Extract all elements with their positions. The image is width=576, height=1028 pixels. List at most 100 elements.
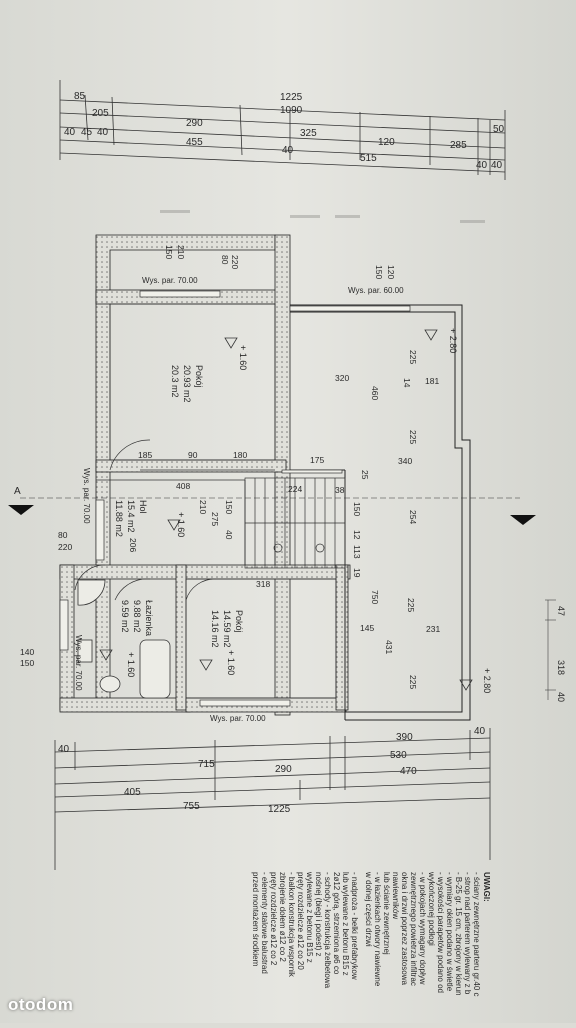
otodom-watermark: otodom: [8, 995, 74, 1014]
notes-line-2: - B-25 gr. 15 cm, zbrojony w kierun: [454, 872, 463, 996]
dim-38: 38: [335, 485, 345, 495]
hall-area1: 15.4 m2: [126, 500, 136, 533]
notes-line-1: - strop nad parterem wylewany z b: [463, 872, 472, 995]
dim-top-515: 515: [360, 153, 377, 164]
staircase: [244, 477, 346, 569]
sink-icon: [77, 639, 93, 663]
dim-top-120: 120: [378, 137, 395, 148]
dim-460: 460: [370, 386, 380, 400]
notes-line-10: lub ścianie zewnętrznej: [382, 872, 391, 955]
toilet-icon: [99, 675, 121, 693]
dim-bot-715: 715: [198, 759, 215, 770]
dim-80a: 80: [220, 255, 230, 265]
dim-19: 19: [352, 568, 362, 578]
section-arrow-icon: [8, 505, 34, 515]
notes-line-17: nośnej (biegi i podest) z: [314, 872, 323, 957]
dim-181: 181: [425, 376, 439, 386]
notes-line-21: zbrojenie dołem ø12 co 2: [278, 872, 287, 962]
dim-318: 318: [256, 579, 270, 589]
section-label: A: [14, 486, 21, 497]
room2-area2: 14.16 m2: [210, 610, 220, 648]
right-margin-numbers: 47 318 40: [556, 606, 566, 702]
notes-line-23: - elementy stalowe balustrad: [260, 872, 269, 974]
dim-top-40a: 40: [64, 127, 76, 138]
dim-top-1090: 1090: [280, 105, 303, 116]
level-triangle-icon: [224, 337, 238, 349]
dim-150b: 150: [224, 500, 234, 514]
dim-340: 340: [398, 456, 412, 466]
dim-225c: 225: [406, 598, 416, 612]
dim-206: 206: [128, 538, 138, 552]
dim-408: 408: [176, 481, 190, 491]
notes-line-7: zewnętrznego powietrza infiltrac: [409, 872, 418, 986]
dim-254: 254: [408, 510, 418, 524]
shower-icon: [77, 579, 106, 606]
margin-num-47: 47: [556, 606, 566, 616]
dim-25: 25: [360, 470, 370, 480]
dim-top-50: 50: [493, 124, 505, 135]
dim-180: 180: [233, 450, 247, 460]
dim-150e: 150: [20, 658, 34, 668]
notes-line-19: pręty rozdzielcze ø12 co 20: [296, 872, 305, 970]
garage-level-top: + 2.80: [448, 328, 458, 353]
garage-level-bottom: + 2.80: [482, 668, 492, 693]
room1-area2: 20.3 m2: [170, 365, 180, 398]
level-triangle-icon: [199, 659, 213, 671]
sill-label-b: Wys. par. 60.00: [348, 286, 404, 295]
hall-area2: 11.88 m2: [114, 500, 124, 537]
dim-top-40c: 40: [282, 145, 294, 156]
dim-90: 90: [188, 450, 198, 460]
dim-bot-755: 755: [183, 801, 200, 812]
bathroom-fixtures: [77, 579, 171, 699]
interior-dimension-texts: 320 181 460 225 225 340 175 185 90 180 4…: [20, 245, 440, 689]
hall-name: Hol: [138, 500, 148, 514]
dim-231: 231: [426, 624, 440, 634]
dim-145: 145: [360, 623, 374, 633]
dim-275: 275: [210, 512, 220, 526]
windows: [59, 290, 411, 707]
dim-top-205: 205: [92, 108, 109, 119]
doors: [74, 439, 217, 601]
notes-line-20: - balkon konstrukcja wspornik: [287, 872, 296, 978]
dim-top-85: 85: [74, 91, 86, 102]
dim-320: 320: [335, 373, 349, 383]
dim-bot-390: 390: [396, 732, 413, 743]
sill-label-d: Wys. par. 70.00: [210, 714, 266, 723]
dim-top-45: 45: [81, 127, 93, 138]
print-bleed-marks: [160, 210, 485, 223]
right-margin-lines: [545, 599, 556, 700]
dim-bot-405: 405: [124, 787, 141, 798]
dim-top-325: 325: [300, 128, 317, 139]
notes-line-0: - ściany zewnętrzne parteru gr.40 c: [472, 872, 481, 997]
level-markers: [99, 329, 473, 691]
level-triangle-icon: [99, 649, 113, 661]
dim-bot-1225: 1225: [268, 804, 291, 815]
level-triangle-icon: [459, 679, 473, 691]
section-markers: [8, 497, 536, 525]
hall-level: + 1.60: [176, 512, 186, 537]
dim-top-455: 455: [186, 137, 203, 148]
dim-top-40b: 40: [97, 127, 109, 138]
top-dimension-texts: 85 1225 205 1090 290 325 50 40 45 40 455…: [64, 91, 505, 171]
room1-name: Pokój: [194, 365, 204, 388]
notes-line-13: - nadproża - belki prefabrykow: [350, 872, 359, 980]
dim-220b: 220: [58, 542, 72, 552]
dim-bot-470: 470: [400, 766, 417, 777]
level-triangle-icon: [424, 329, 438, 341]
bathtub-icon: [139, 639, 171, 699]
margin-num-318: 318: [556, 660, 566, 675]
dim-225b: 225: [408, 430, 418, 444]
notes-line-5: wykończonej podłogi: [427, 871, 436, 946]
level-triangle-icon: [167, 519, 181, 531]
room2-name: Pokój: [234, 610, 244, 633]
dim-750: 750: [370, 590, 380, 604]
dim-top-285: 285: [450, 140, 467, 151]
dim-80b: 80: [58, 530, 68, 540]
dim-14: 14: [402, 378, 412, 388]
dim-224: 224: [288, 484, 302, 494]
notes-line-8: okna i drzwi poprzez zastosowa: [400, 872, 409, 985]
dim-bot-530: 530: [390, 750, 407, 761]
bath-area2: 9.59 m2: [120, 600, 130, 633]
